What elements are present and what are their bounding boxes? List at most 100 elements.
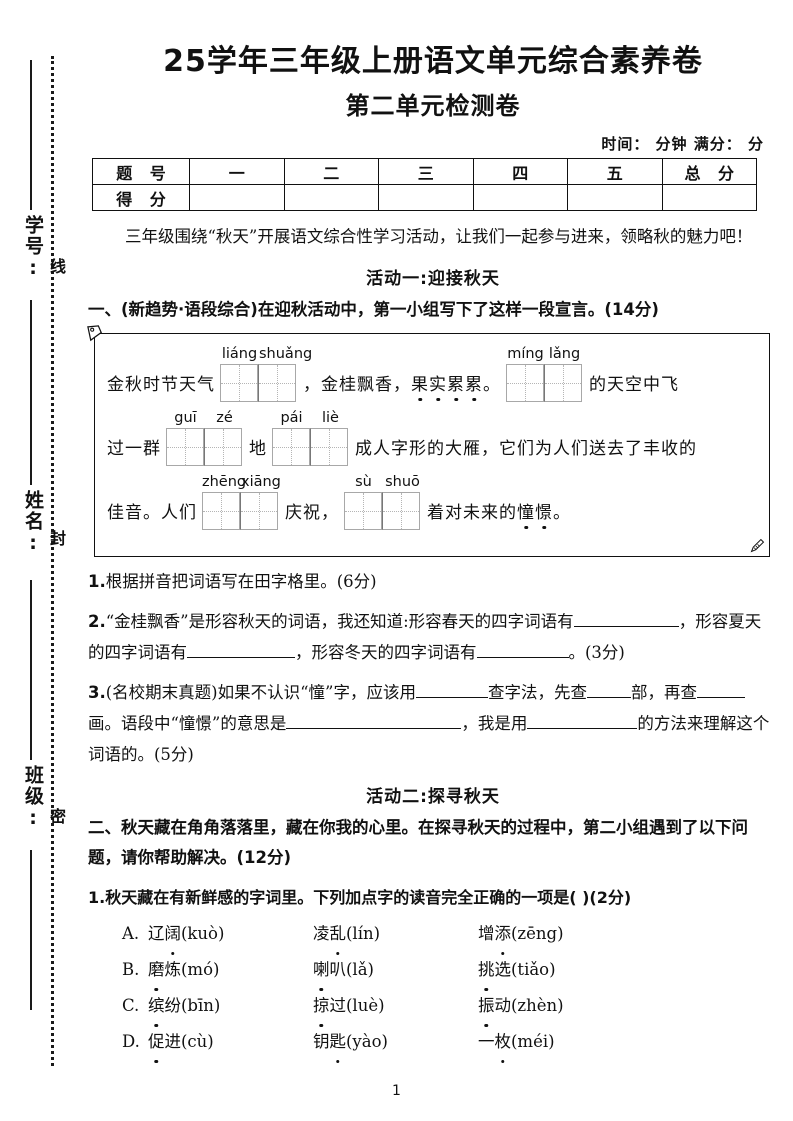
choice-word: 钥 xyxy=(313,1032,330,1051)
choice-word: 一 xyxy=(478,1032,495,1051)
pinyin-zheng: zhēng xyxy=(202,474,247,490)
passage-line-1: 金秋时节天气 liáng shuǎng ，金桂飘香， 果实累累 。 míng xyxy=(107,346,759,402)
question-number: 3. xyxy=(88,683,106,702)
choice-item: 促进(cù) xyxy=(148,1027,313,1057)
choice-pinyin: (tiǎo) xyxy=(511,960,556,979)
pinyin-xiang: xiāng xyxy=(241,474,281,490)
choice-dotted-char: 促 xyxy=(148,1027,165,1057)
tianzige-liangshuang[interactable]: liáng shuǎng xyxy=(220,346,313,402)
passage-line-3: 佳音。人们 zhēng xiāng 庆祝， sù shuō xyxy=(107,474,759,530)
choice-word: 过 xyxy=(329,996,347,1015)
passage-line3-post: 着对未来的 xyxy=(427,503,517,523)
score-table-col-3: 三 xyxy=(378,158,474,185)
answer-blank[interactable] xyxy=(187,657,295,658)
margin-rule-top xyxy=(30,60,32,210)
question-text: 秋天藏在有新鲜感的字词里。下列加点字的读音完全正确的一项是( )(2分) xyxy=(105,888,632,907)
answer-blank[interactable] xyxy=(476,657,569,658)
grid-cell[interactable] xyxy=(272,428,310,466)
choice-label: A. xyxy=(122,924,140,943)
passage-line2-post: 成人字形的大雁，它们为人们送去了丰收的 xyxy=(355,439,697,459)
choice-dotted-char: 振 xyxy=(478,991,495,1021)
grid-cell[interactable] xyxy=(166,428,204,466)
score-row-label: 得 分 xyxy=(92,184,190,211)
score-cell-2[interactable] xyxy=(283,184,379,211)
choice-option-a[interactable]: A. 辽阔(kuò) 凌乱(lín) 增添(zēng) xyxy=(122,919,778,949)
choice-item: 振动(zhèn) xyxy=(478,991,643,1021)
choice-dotted-char: 阔 xyxy=(165,919,182,949)
choice-option-c[interactable]: C. 缤纷(bīn) 掠过(luè) 振动(zhèn) xyxy=(122,991,778,1021)
tianzige-pailie[interactable]: pái liè xyxy=(272,410,350,466)
grid-cell[interactable] xyxy=(544,364,582,402)
tianzige-guize[interactable]: guī zé xyxy=(166,410,244,466)
grid-cell[interactable] xyxy=(382,492,420,530)
choice-option-d[interactable]: D. 促进(cù) 钥匙(yào) 一枚(méi) xyxy=(122,1027,778,1057)
tianzige-sushuo[interactable]: sù shuō xyxy=(344,474,422,530)
score-table-col-total: 总 分 xyxy=(661,158,757,185)
margin-rule-mid-lower xyxy=(30,580,32,760)
activity1-question-3: 3.(名校期末真题)如果不认识“憧”字，应该用查字法，先查部，再查画。语段中“憧… xyxy=(88,677,772,770)
grid-cell[interactable] xyxy=(344,492,382,530)
choice-word: 纷 xyxy=(164,996,182,1015)
choice-pinyin: (mó) xyxy=(181,960,220,979)
grid-cell[interactable] xyxy=(506,364,544,402)
choice-label: D. xyxy=(122,1032,140,1051)
pinyin-su: sù xyxy=(355,474,372,490)
choice-item: 钥匙(yào) xyxy=(313,1027,478,1057)
seal-dotted-line xyxy=(51,56,54,1066)
answer-blank[interactable] xyxy=(416,697,488,698)
answer-blank[interactable] xyxy=(573,626,679,627)
margin-rule-mid-upper xyxy=(30,300,32,485)
grid-cell[interactable] xyxy=(220,364,258,402)
question-text: 根据拼音把词语写在田字格里。(6分) xyxy=(105,572,377,591)
answer-blank[interactable] xyxy=(697,697,745,698)
choice-word: 炼 xyxy=(164,960,182,979)
exam-paper-content: 25学年三年级上册语文单元综合素养卷 第二单元检测卷 时间： 分钟 满分： 分 … xyxy=(87,0,778,1121)
choice-pinyin: (cù) xyxy=(181,1032,214,1051)
choice-item: 挑选(tiǎo) xyxy=(478,955,643,985)
table-row: 题 号 一 二 三 四 五 总 分 xyxy=(92,158,757,185)
answer-blank[interactable] xyxy=(286,728,462,729)
activity-one-heading: 活动一:迎接秋天 xyxy=(366,269,500,289)
choice-pinyin: (lín) xyxy=(346,924,381,943)
tianzige-zhengxiang[interactable]: zhēng xiāng xyxy=(202,474,281,530)
grid-cell[interactable] xyxy=(204,428,242,466)
seal-char-seal: 封 xyxy=(47,530,66,548)
score-cell-5[interactable] xyxy=(567,184,663,211)
answer-blank[interactable] xyxy=(527,728,638,729)
answer-blank[interactable] xyxy=(587,697,631,698)
score-cell-4[interactable] xyxy=(472,184,568,211)
passage-line-2: 过一群 guī zé 地 pái liè xyxy=(107,410,759,466)
tianzige-minglang[interactable]: míng lǎng xyxy=(506,346,584,402)
score-table-col-4: 四 xyxy=(472,158,568,185)
passage-line2-mid: 地 xyxy=(249,439,267,459)
score-cell-3[interactable] xyxy=(378,184,474,211)
question-number: 1. xyxy=(88,888,106,907)
choice-option-b[interactable]: B. 磨炼(mó) 喇叭(lǎ) 挑选(tiǎo) xyxy=(122,955,778,985)
seal-char-secret: 密 xyxy=(47,808,66,826)
grid-cell[interactable] xyxy=(310,428,348,466)
grid-cell[interactable] xyxy=(240,492,278,530)
choice-word: 凌 xyxy=(313,924,330,943)
choice-word: 辽 xyxy=(148,924,165,943)
grid-cell[interactable] xyxy=(202,492,240,530)
score-table-col-2: 二 xyxy=(283,158,379,185)
seal-char-line: 线 xyxy=(47,258,66,276)
choice-pinyin: (méi) xyxy=(511,1032,555,1051)
pinyin-shuang: shuǎng xyxy=(259,346,313,362)
pinyin-ze: zé xyxy=(216,410,233,426)
choice-dotted-char: 喇 xyxy=(313,955,330,985)
pinyin-lie: liè xyxy=(322,410,339,426)
passage-line2-pre: 过一群 xyxy=(107,439,161,459)
grid-cell[interactable] xyxy=(258,364,296,402)
passage-line1-emphasis: 果实累累 xyxy=(411,370,483,402)
score-cell-1[interactable] xyxy=(189,184,285,211)
score-table-col-1: 一 xyxy=(189,158,285,185)
margin-label-name: 姓名: xyxy=(22,490,44,556)
activity2-question-1: 1.秋天藏在有新鲜感的字词里。下列加点字的读音完全正确的一项是( )(2分) xyxy=(88,882,772,913)
choice-dotted-char: 磨 xyxy=(148,955,165,985)
intro-paragraph: 三年级围绕“秋天”开展语文综合性学习活动，让我们一起参与进来，领略秋的魅力吧！ xyxy=(125,227,753,246)
pinyin-gui: guī xyxy=(174,410,197,426)
choice-pinyin: (zēng) xyxy=(511,924,564,943)
score-cell-total[interactable] xyxy=(661,184,757,211)
choice-dotted-char: 掠 xyxy=(313,991,330,1021)
